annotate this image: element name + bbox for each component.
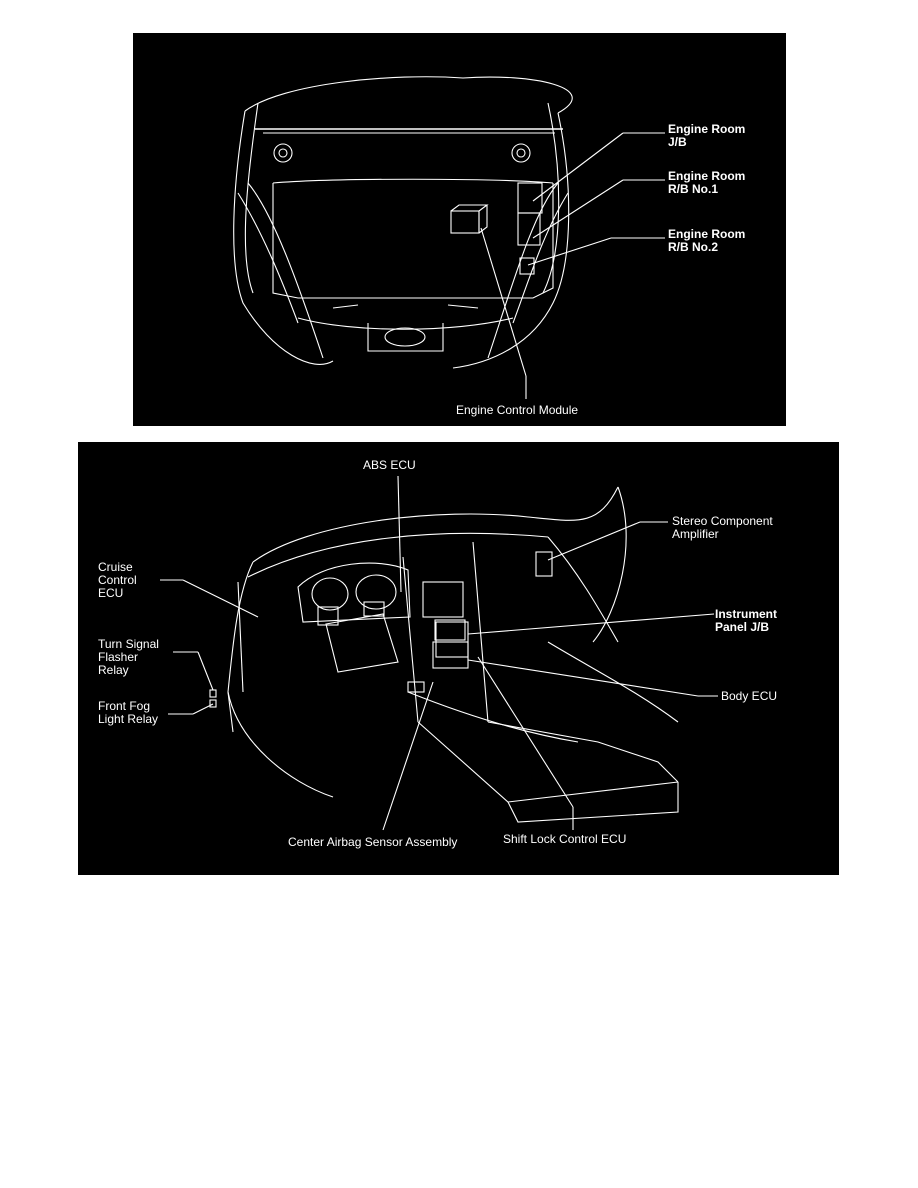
engine-room-jb-label: Engine Room J/B	[668, 122, 746, 149]
stereo-amplifier-label: Stereo Component Amplifier	[672, 514, 773, 541]
instrument-panel-jb-label: Instrument Panel J/B	[715, 607, 778, 634]
interior-diagram: ABS ECU Stereo Component Amplifier Cruis…	[78, 442, 839, 875]
center-airbag-sensor-label: Center Airbag Sensor Assembly	[288, 835, 458, 849]
cruise-control-ecu-label: Cruise Control ECU	[98, 560, 137, 600]
engine-room-diagram: Engine Room J/B Engine Room R/B No.1 Eng…	[133, 33, 786, 426]
engine-room-drawing	[233, 76, 665, 399]
front-fog-light-relay-label: Front Fog Light Relay	[98, 699, 159, 726]
engine-room-rb2-label: Engine Room R/B No.2	[668, 227, 746, 254]
body-ecu-label: Body ECU	[721, 689, 778, 703]
turn-signal-flasher-relay-label: Turn Signal Flasher Relay	[98, 637, 159, 677]
shift-lock-control-ecu-label: Shift Lock Control ECU	[503, 832, 627, 846]
engine-room-rb1-label: Engine Room R/B No.1	[668, 169, 746, 196]
engine-control-module-label: Engine Control Module	[456, 403, 579, 417]
abs-ecu-label: ABS ECU	[363, 458, 416, 472]
interior-drawing	[160, 475, 718, 831]
